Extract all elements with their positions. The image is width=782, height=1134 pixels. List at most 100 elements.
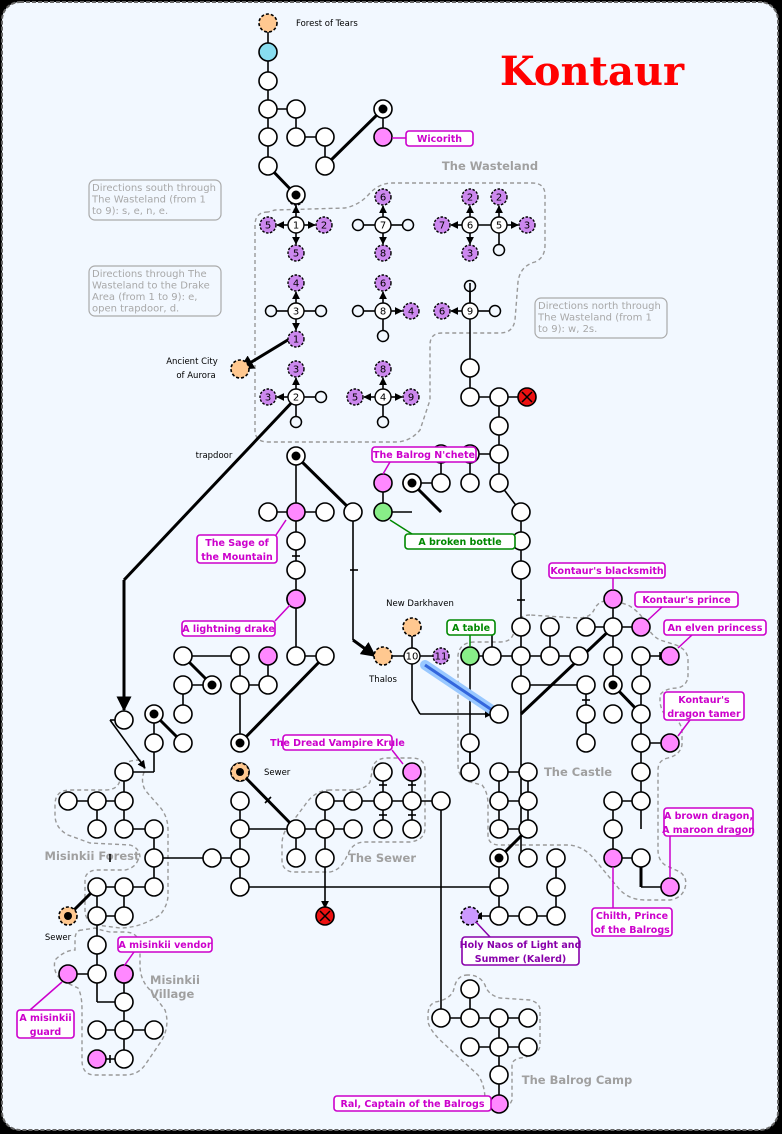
room[interactable]	[286, 848, 306, 868]
room[interactable]	[114, 992, 134, 1012]
room[interactable]	[230, 877, 250, 897]
room[interactable]	[511, 560, 531, 580]
room[interactable]	[286, 127, 306, 147]
npc-room[interactable]	[373, 127, 393, 147]
room[interactable]	[489, 704, 509, 724]
shrine-room[interactable]	[460, 906, 480, 926]
room[interactable]	[540, 617, 560, 637]
room[interactable]	[258, 502, 278, 522]
room[interactable]	[569, 646, 589, 666]
npc-room[interactable]	[603, 589, 623, 609]
wasteland-exit-room[interactable]: 4	[287, 274, 305, 292]
room[interactable]	[315, 791, 335, 811]
room[interactable]	[173, 646, 193, 666]
room[interactable]	[87, 819, 107, 839]
room[interactable]	[114, 819, 134, 839]
room[interactable]	[144, 1020, 164, 1040]
room[interactable]	[511, 646, 531, 666]
exit-room[interactable]	[230, 359, 250, 379]
wasteland-room-2[interactable]: 2	[287, 388, 305, 406]
room[interactable]	[87, 906, 107, 926]
room[interactable]	[258, 71, 278, 91]
room[interactable]	[315, 819, 335, 839]
room[interactable]	[114, 1020, 134, 1040]
room[interactable]	[286, 646, 306, 666]
room[interactable]	[576, 617, 596, 637]
room[interactable]	[230, 675, 250, 695]
wasteland-exit-room[interactable]: 5	[346, 388, 364, 406]
room[interactable]	[489, 1065, 509, 1085]
wasteland-exit-room[interactable]: 2	[315, 216, 333, 234]
room[interactable]	[402, 791, 422, 811]
exit-room[interactable]	[373, 646, 393, 666]
npc-room[interactable]	[489, 1094, 509, 1114]
wasteland-exit-room[interactable]: 3	[259, 388, 277, 406]
room[interactable]	[603, 819, 623, 839]
wasteland-exit-room[interactable]: 9	[402, 388, 420, 406]
room[interactable]	[631, 791, 651, 811]
room[interactable]	[518, 791, 538, 811]
npc-room[interactable]	[373, 473, 393, 493]
room[interactable]	[373, 762, 393, 782]
wasteland-exit-room[interactable]: 3	[518, 216, 536, 234]
room[interactable]	[460, 762, 480, 782]
room[interactable]	[511, 675, 531, 695]
room[interactable]	[315, 127, 335, 147]
room[interactable]	[631, 733, 651, 753]
room[interactable]	[460, 473, 480, 493]
room[interactable]	[518, 906, 538, 926]
wasteland-room-7[interactable]: 7	[374, 216, 392, 234]
room[interactable]	[258, 127, 278, 147]
room[interactable]	[518, 762, 538, 782]
room[interactable]	[511, 617, 531, 637]
wasteland-exit-room[interactable]: 5	[287, 244, 305, 262]
room[interactable]	[482, 646, 502, 666]
room[interactable]	[343, 502, 363, 522]
wasteland-exit-room[interactable]: 4	[402, 302, 420, 320]
room[interactable]	[631, 675, 651, 695]
room[interactable]	[489, 877, 509, 897]
npc-room[interactable]	[87, 1049, 107, 1069]
wasteland-exit-room[interactable]: 2	[490, 188, 508, 206]
wasteland-room-3[interactable]: 3	[287, 302, 305, 320]
wasteland-exit-room[interactable]: 2	[461, 188, 479, 206]
room[interactable]	[173, 704, 193, 724]
room[interactable]	[87, 791, 107, 811]
wasteland-exit-room[interactable]: 8	[374, 360, 392, 378]
room[interactable]	[230, 848, 250, 868]
wasteland-room-5[interactable]: 5	[490, 216, 508, 234]
room[interactable]	[603, 617, 623, 637]
room[interactable]	[489, 1037, 509, 1057]
room[interactable]	[202, 848, 222, 868]
room[interactable]	[230, 791, 250, 811]
room[interactable]	[58, 791, 78, 811]
npc-room[interactable]	[660, 733, 680, 753]
wasteland-exit-room[interactable]: 3	[461, 244, 479, 262]
room[interactable]	[518, 819, 538, 839]
room[interactable]	[546, 906, 566, 926]
npc-room[interactable]	[286, 589, 306, 609]
room[interactable]	[576, 704, 596, 724]
room[interactable]	[489, 387, 509, 407]
room[interactable]	[144, 877, 164, 897]
exit-room[interactable]	[258, 13, 278, 33]
exit-room[interactable]	[402, 617, 422, 637]
room[interactable]	[315, 646, 335, 666]
room[interactable]	[576, 675, 596, 695]
room[interactable]	[286, 99, 306, 119]
wasteland-exit-room[interactable]: 6	[374, 188, 392, 206]
room[interactable]	[576, 733, 596, 753]
room[interactable]	[87, 877, 107, 897]
room[interactable]	[489, 1008, 509, 1028]
room[interactable]	[460, 733, 480, 753]
room[interactable]	[144, 819, 164, 839]
room[interactable]	[489, 473, 509, 493]
room[interactable]	[546, 877, 566, 897]
room-10[interactable]: 10	[403, 647, 421, 665]
room[interactable]	[343, 819, 363, 839]
wasteland-exit-room[interactable]: 1	[287, 330, 305, 348]
room[interactable]	[489, 791, 509, 811]
wasteland-exit-room[interactable]: 8	[374, 244, 392, 262]
room[interactable]	[460, 1037, 480, 1057]
room[interactable]	[114, 710, 134, 730]
